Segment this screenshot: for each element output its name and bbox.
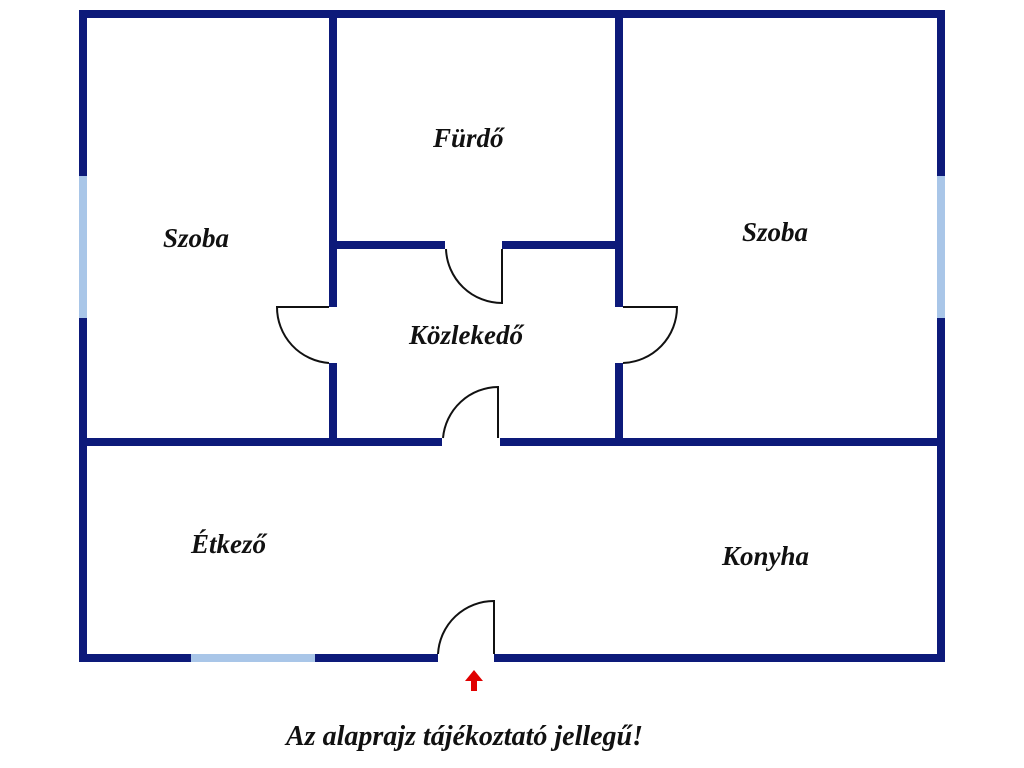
window-right [937, 176, 945, 318]
entrance-arrow-icon [465, 670, 483, 691]
room-label-kitchen: Konyha [721, 541, 809, 571]
room-label-left: Szoba [163, 223, 229, 253]
walls [79, 10, 945, 662]
door-hallway [442, 385, 499, 439]
window-left [79, 176, 87, 318]
room-label-hallway: Közlekedő [408, 320, 524, 350]
door-left-room [275, 306, 330, 364]
room-label-bathroom: Fürdő [432, 123, 505, 153]
door-right-room [622, 306, 679, 364]
room-label-dining: Étkező [190, 529, 268, 559]
door-bathroom [445, 248, 503, 305]
doors [275, 248, 679, 655]
window-bottom [191, 654, 315, 662]
room-label-right: Szoba [742, 217, 808, 247]
door-entrance [437, 599, 495, 655]
disclaimer-note: Az alaprajz tájékoztató jellegű! [284, 721, 643, 752]
windows [79, 176, 945, 662]
